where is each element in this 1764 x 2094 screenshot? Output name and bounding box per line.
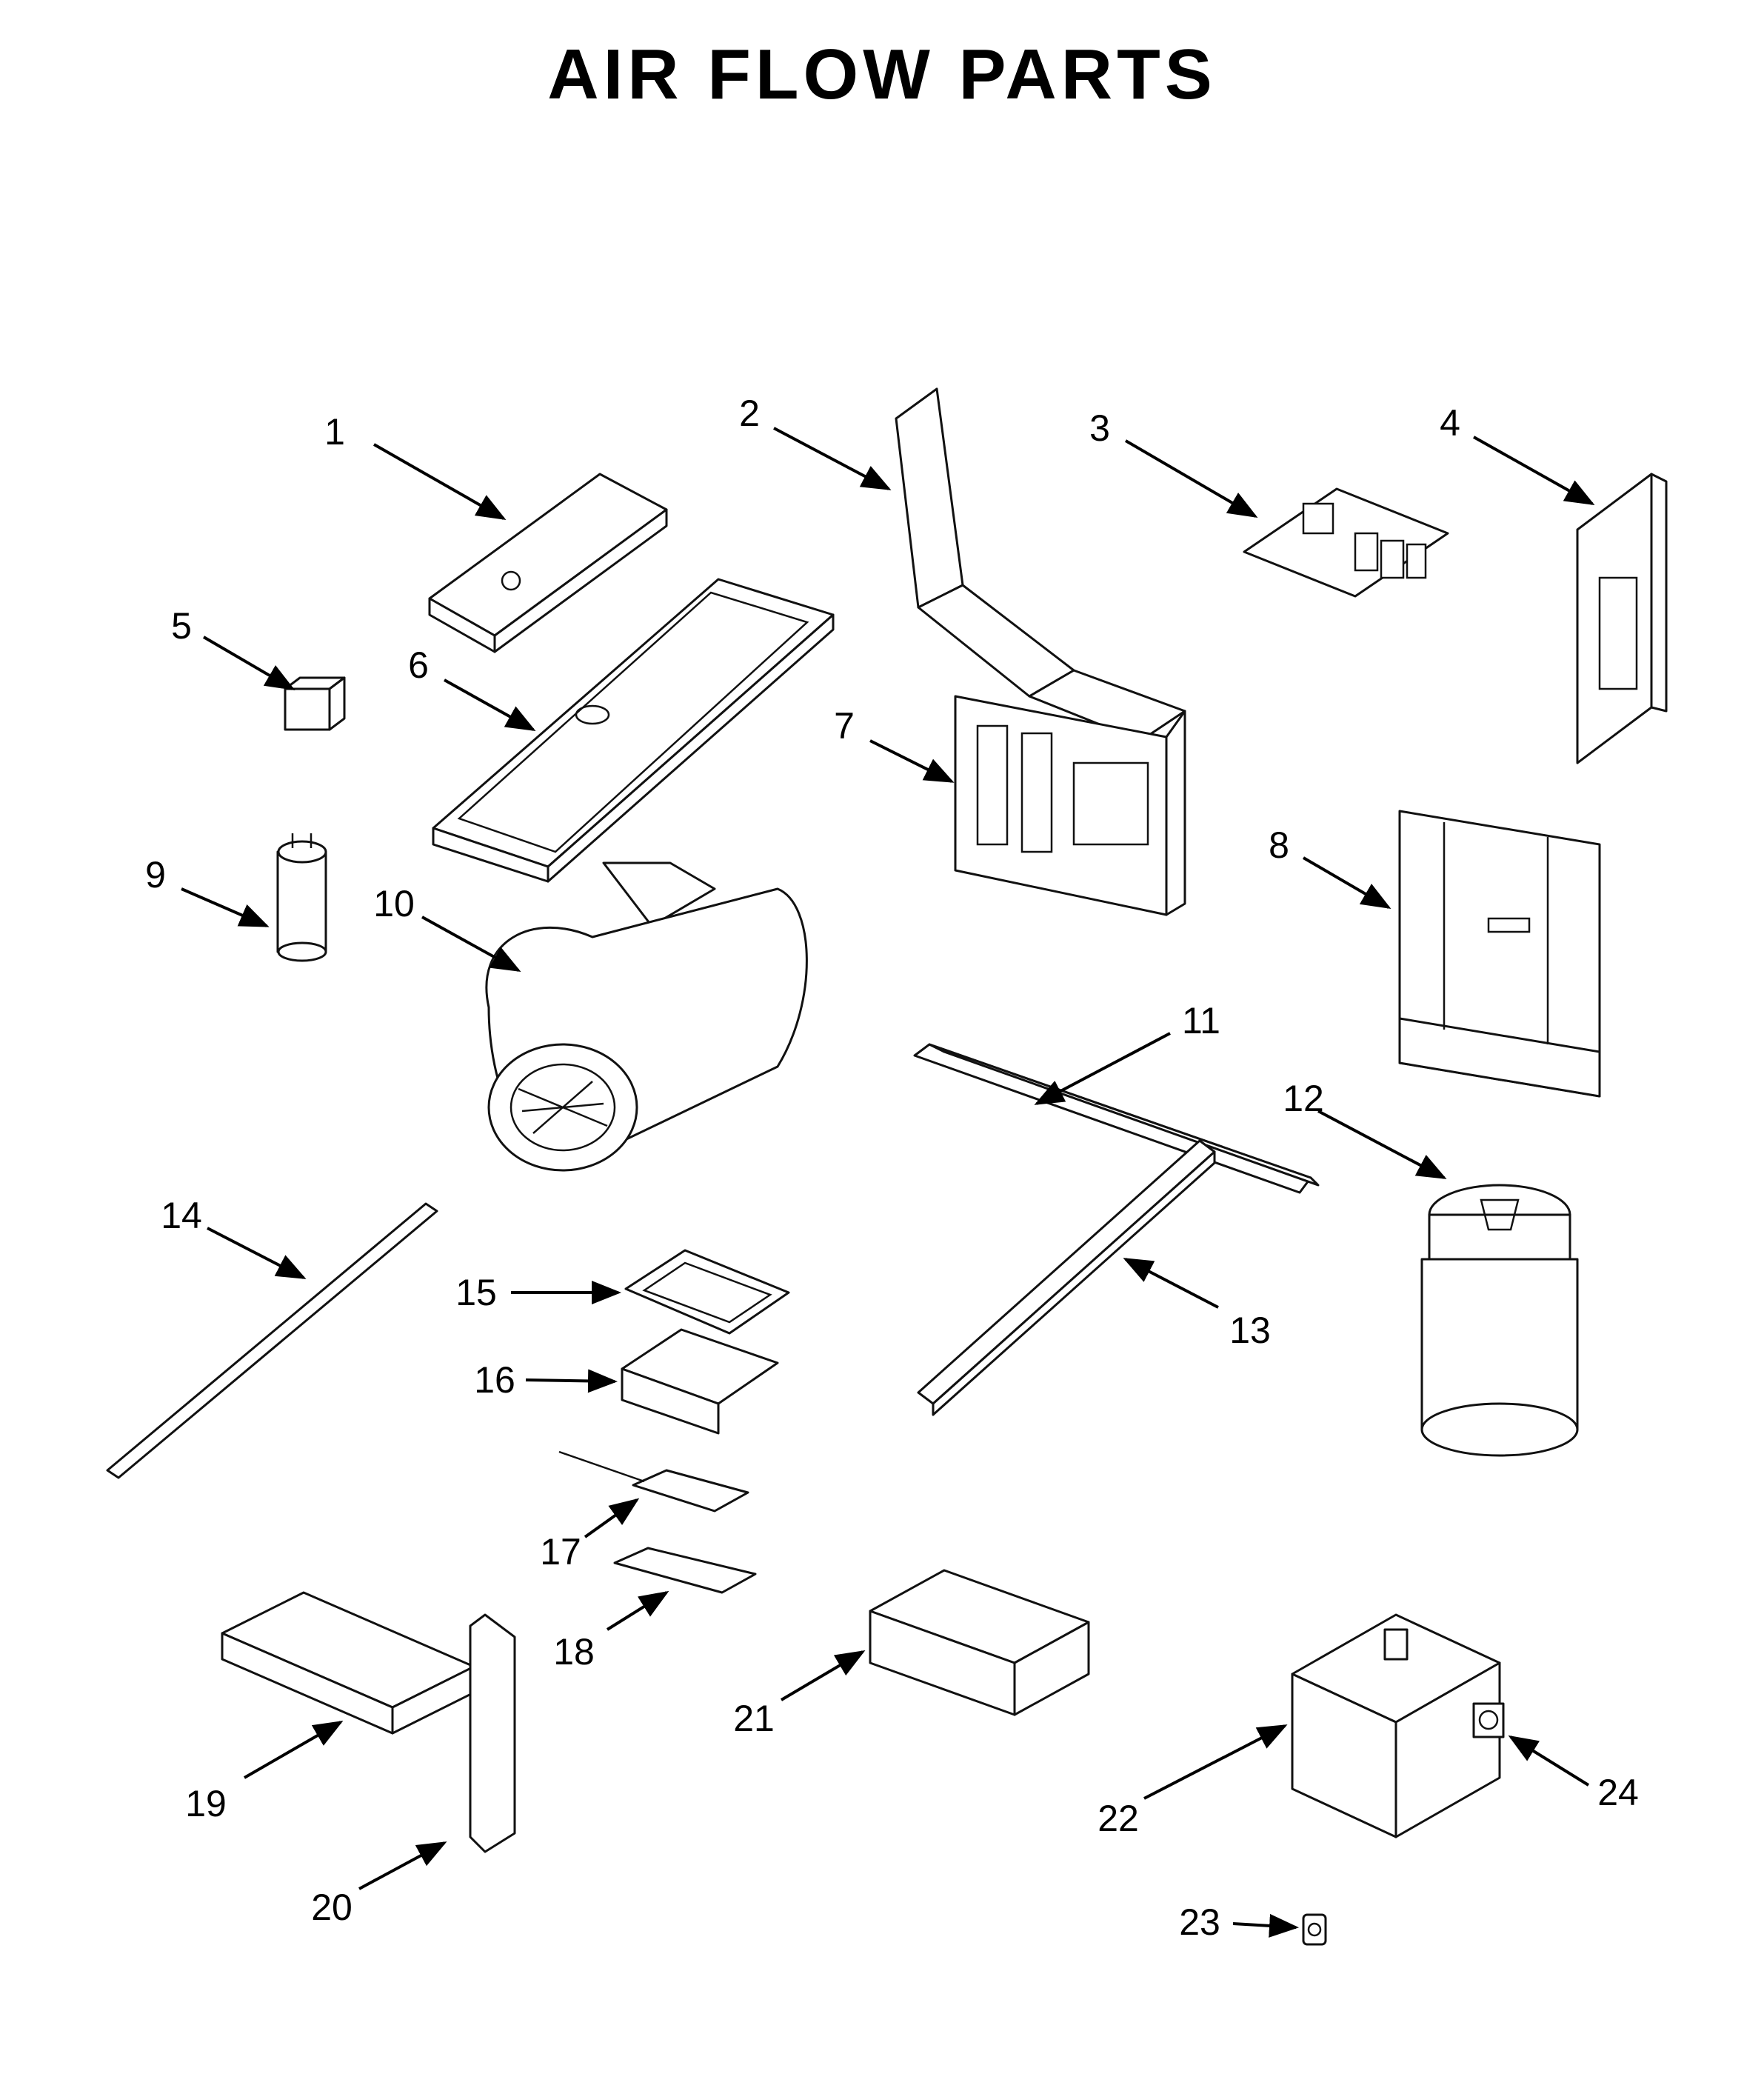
callout-20: 20 [311,1887,353,1928]
callout-11: 11 [1182,1000,1220,1041]
part-5-connector[interactable] [284,676,346,731]
part-14-strip[interactable] [106,1202,438,1479]
part-16-bracket[interactable] [621,1328,779,1435]
part-12-motor[interactable] [1420,1184,1579,1457]
callout-9: 9 [145,854,166,896]
part-23-clip[interactable] [1302,1913,1327,1946]
part-11-rail[interactable] [913,1043,1320,1194]
callout-10: 10 [373,883,415,924]
callout-7: 7 [834,705,855,747]
part-19-housing[interactable] [221,1591,475,1735]
callout-24: 24 [1597,1772,1639,1813]
part-10-blower[interactable] [485,861,808,1172]
callout-13: 13 [1229,1310,1271,1351]
callout-arrows [181,427,1595,1938]
callout-8: 8 [1269,824,1289,866]
callout-14: 14 [161,1195,202,1236]
part-15-frame[interactable] [624,1249,790,1335]
callout-12: 12 [1283,1078,1324,1119]
callout-19: 19 [185,1783,227,1824]
part-2-bracket[interactable] [895,387,1186,742]
part-17-plate[interactable] [558,1450,749,1513]
callout-23: 23 [1179,1901,1220,1943]
callout-17: 17 [540,1531,581,1573]
part-8-plate[interactable] [1398,810,1601,1098]
callout-16: 16 [474,1359,515,1401]
callout-6: 6 [408,644,429,686]
part-4-plate[interactable] [1576,473,1668,764]
part-9-capacitor[interactable] [276,833,327,962]
part-7-guide[interactable] [954,695,1186,916]
part-1-cover[interactable] [428,473,668,653]
part-3-board[interactable] [1243,487,1449,598]
callout-4: 4 [1440,402,1460,444]
callout-2: 2 [739,393,760,434]
part-13-rail[interactable] [917,1139,1216,1416]
callout-numbers: 1 2 3 4 5 6 7 8 9 10 11 12 13 14 15 16 1… [145,393,1639,1943]
callout-22: 22 [1098,1798,1139,1839]
callout-15: 15 [455,1272,497,1313]
callout-5: 5 [171,605,192,647]
part-18-plate[interactable] [613,1547,757,1594]
part-6-duct[interactable] [432,578,835,883]
page-title: AIR FLOW PARTS [547,35,1217,114]
part-22-magnetron[interactable] [1291,1613,1501,1838]
part-20-bracket[interactable] [469,1613,516,1853]
part-24-antenna[interactable] [1472,1702,1505,1738]
callout-18: 18 [553,1631,595,1673]
callout-3: 3 [1089,407,1110,449]
part-21-bracket[interactable] [869,1569,1090,1716]
callout-1: 1 [324,411,345,453]
callout-21: 21 [733,1698,775,1739]
